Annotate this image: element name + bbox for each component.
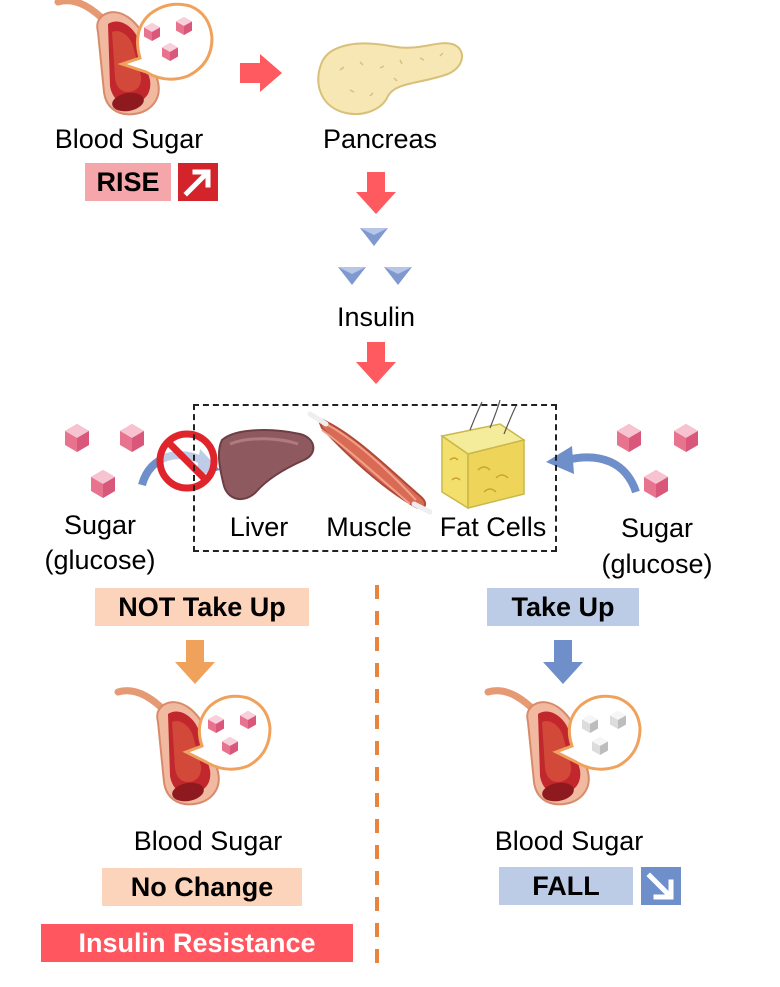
blood-sugar-label: Blood Sugar (54, 124, 204, 154)
insulin-label: Insulin (336, 302, 416, 332)
fat-tissue-icon (440, 399, 526, 510)
no-change-badge: No Change (102, 868, 302, 906)
arrow-down-icon (543, 640, 583, 684)
arrow-down-icon (356, 342, 396, 384)
glucose-cube-icon (644, 470, 668, 498)
arrow-down-icon (356, 172, 396, 214)
sugar-label: Sugar (620, 513, 694, 543)
glucose-cube-icon (65, 424, 89, 452)
glucose-cube-icon (674, 424, 698, 452)
speech-bubble (182, 694, 272, 771)
insulin-crystal-icon (338, 267, 366, 285)
blood-sugar-label: Blood Sugar (494, 826, 644, 856)
fat-cells-label: Fat Cells (439, 512, 547, 542)
arrow-right-icon (240, 54, 282, 92)
not-take-up-badge: NOT Take Up (95, 588, 309, 626)
liver-icon (217, 429, 315, 501)
glucose-cube-icon (91, 470, 115, 498)
prohibited-icon (156, 430, 218, 492)
sugar-label: Sugar (63, 510, 137, 540)
speech-bubble (117, 2, 214, 81)
arrow-down-icon (175, 640, 215, 684)
muscle-icon (307, 411, 433, 515)
pancreas-icon (317, 42, 463, 115)
glucose-label: (glucose) (44, 545, 156, 575)
speech-bubble (552, 694, 642, 771)
glucose-label: (glucose) (601, 549, 713, 579)
target-tissues-box (193, 404, 557, 552)
glucose-cube-icon (120, 424, 144, 452)
rise-badge: RISE (85, 163, 171, 201)
blood-sugar-label: Blood Sugar (133, 826, 283, 856)
insulin-resistance-badge: Insulin Resistance (41, 924, 353, 962)
muscle-label: Muscle (326, 512, 412, 542)
uptake-arrow (565, 453, 640, 494)
glucose-cube-icon (617, 424, 641, 452)
insulin-crystal-icon (384, 267, 412, 285)
insulin-crystal-icon (360, 228, 388, 246)
fall-badge: FALL (499, 867, 633, 905)
take-up-badge: Take Up (487, 588, 639, 626)
liver-label: Liver (229, 512, 289, 542)
pancreas-label: Pancreas (322, 124, 438, 154)
